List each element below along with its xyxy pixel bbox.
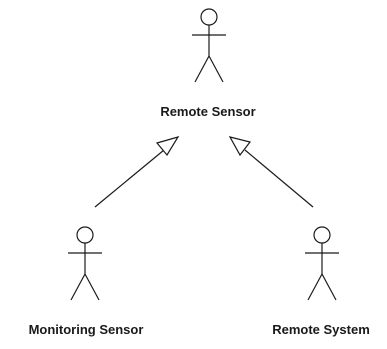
actor-monitoring-sensor-head [76, 226, 94, 244]
actor-monitoring-sensor-right-leg [84, 273, 100, 301]
actor-label-remote-sensor: Remote Sensor [160, 104, 256, 119]
actor-remote-sensor [192, 8, 226, 83]
generalization-remote-system-to-remote-sensor [228, 136, 314, 208]
actor-monitoring-sensor-left-leg [70, 273, 86, 301]
generalization-arrowhead-icon [228, 136, 252, 157]
actor-monitoring-sensor [68, 226, 102, 301]
actor-remote-system-head [313, 226, 331, 244]
actor-remote-system-left-leg [307, 273, 323, 301]
generalization-monitoring-to-remote-sensor [94, 136, 180, 208]
actor-label-remote-system: Remote System [272, 322, 370, 337]
generalization-line [94, 149, 165, 208]
actor-remote-system-right-leg [321, 273, 337, 301]
actor-remote-sensor-right-leg [208, 55, 224, 83]
actor-remote-sensor-head [200, 8, 218, 26]
actor-remote-system [305, 226, 339, 301]
generalization-arrowhead-icon [155, 136, 180, 157]
generalization-line [244, 149, 314, 208]
actor-remote-sensor-left-leg [194, 55, 210, 83]
actor-label-monitoring-sensor: Monitoring Sensor [28, 322, 144, 337]
